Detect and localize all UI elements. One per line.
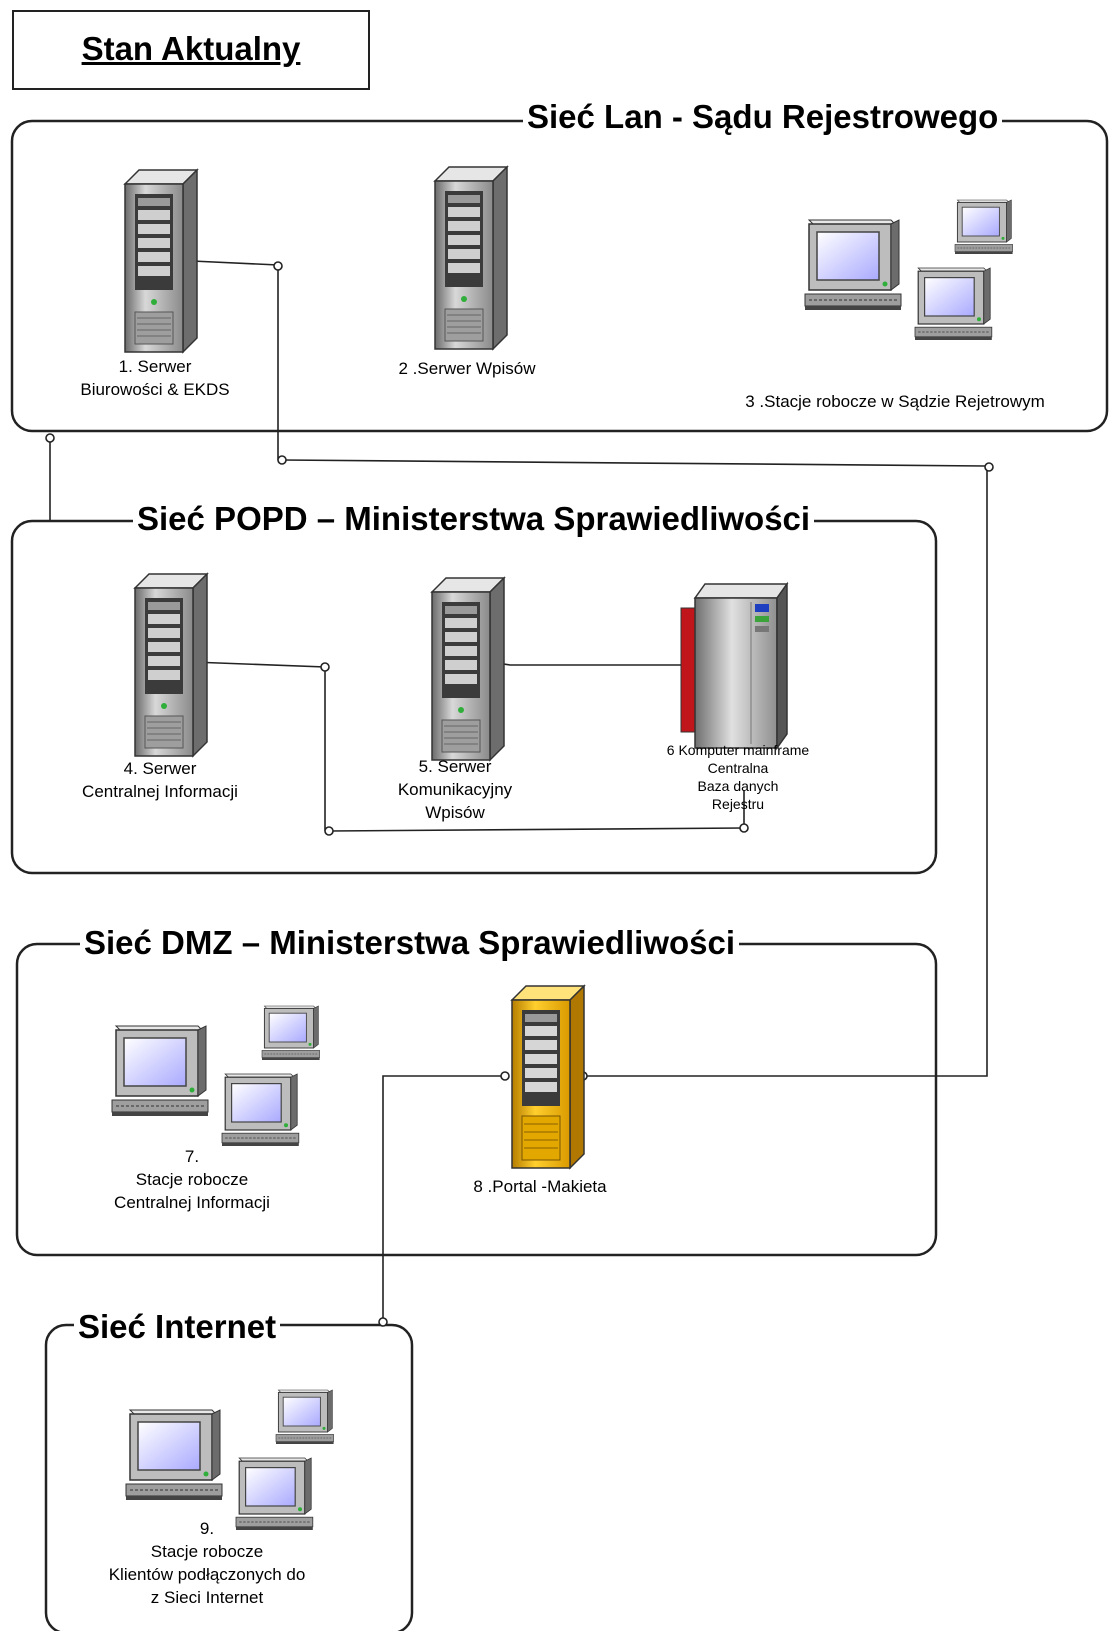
dmz-network-title: Sieć DMZ – Ministerstwa Sprawiedliwości [80, 926, 740, 959]
node-label-1: 1. Serwer Biurowości & EKDS [80, 355, 229, 401]
link-backbone-portal [583, 470, 988, 1077]
internet-network-title: Sieć Internet [74, 1310, 281, 1343]
node-label-9-line: 9. [199, 1519, 215, 1538]
node-label-9-line: Stacje robocze [150, 1542, 264, 1561]
node-label-2-line: 2 .Serwer Wpisów [398, 359, 536, 378]
workstations-icon-9 [126, 1390, 334, 1530]
node-label-5-line: 5. Serwer [418, 757, 492, 776]
node-label-7-line: 7. [184, 1147, 200, 1166]
link-portal-internet [382, 1075, 505, 1322]
server-icon-2 [434, 166, 508, 350]
mainframe-icon-6 [680, 581, 789, 751]
node-label-7-line: Centralnej Informacji [114, 1193, 270, 1212]
node-label-6: 6 Komputer mainframe Centralna Baza dany… [667, 741, 809, 813]
node-label-6-line: Rejestru [711, 796, 765, 812]
link-server4 [191, 661, 326, 831]
link-popd-bus [328, 827, 745, 832]
node-label-9-line: z Sieci Internet [150, 1588, 264, 1607]
node-label-1-line: 1. Serwer [118, 357, 192, 376]
node-label-6-line: Centralna [707, 760, 769, 776]
node-label-4: 4. Serwer Centralnej Informacji [82, 757, 238, 803]
node-label-6-line: Baza danych [697, 778, 779, 794]
page-title: Stan Aktualny [81, 30, 301, 67]
node-label-9-line: Klientów podłączonych do [108, 1565, 306, 1584]
node-label-2: 2 .Serwer Wpisów [399, 357, 536, 380]
node-label-7-line: Stacje robocze [135, 1170, 249, 1189]
node-label-5: 5. Serwer Komunikacyjny Wpisów [398, 755, 512, 824]
node-label-5-line: Komunikacyjny [397, 780, 513, 799]
server-icon-5 [431, 577, 505, 761]
node-label-4-line: Centralnej Informacji [82, 782, 238, 801]
workstations-icon-3 [805, 200, 1013, 340]
node-label-1-line: Biurowości & EKDS [80, 380, 230, 399]
node-label-7: 7. Stacje robocze Centralnej Informacji [114, 1145, 270, 1214]
node-label-3: 3 .Stacje robocze w Sądzie Rejetrowym [745, 390, 1045, 413]
link-backbone [281, 459, 986, 467]
server-icon-1 [124, 169, 198, 353]
lan-network-title: Sieć Lan - Sądu Rejestrowego [523, 100, 1003, 133]
node-label-5-line: Wpisów [425, 803, 485, 822]
node-label-9: 9. Stacje robocze Klientów podłączonych … [109, 1517, 306, 1609]
node-label-4-line: 4. Serwer [123, 759, 197, 778]
link-server5-mainframe [489, 661, 690, 666]
node-label-6-line: 6 Komputer mainframe [666, 742, 810, 758]
portal-icon-8 [511, 985, 585, 1169]
server-icon-4 [134, 573, 208, 757]
popd-network-title: Sieć POPD – Ministerstwa Sprawiedliwości [133, 502, 815, 535]
node-label-3-line: 3 .Stacje robocze w Sądzie Rejetrowym [745, 392, 1045, 411]
title-box: Stan Aktualny [12, 10, 370, 90]
node-label-8-line: 8 .Portal -Makieta [473, 1177, 607, 1196]
workstations-icon-7 [112, 1006, 320, 1146]
node-label-8: 8 .Portal -Makieta [473, 1175, 606, 1198]
